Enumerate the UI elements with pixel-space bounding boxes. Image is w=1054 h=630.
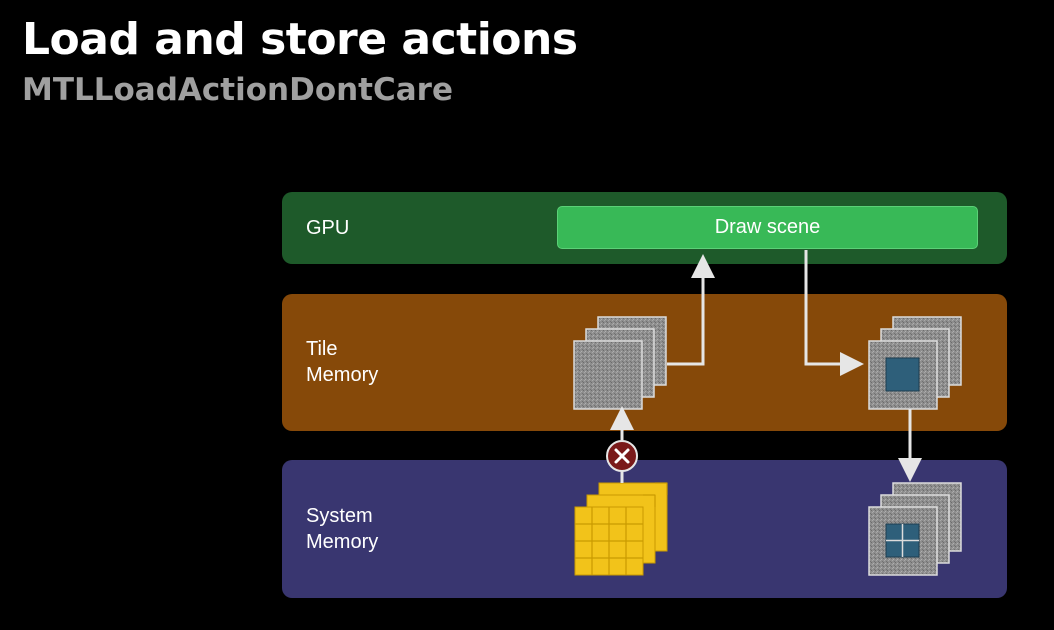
system-memory-label: System Memory [306, 505, 379, 553]
system-yellow-grid-stack [574, 482, 668, 576]
close-icon [606, 440, 638, 472]
tile-memory-label: Tile Memory [306, 338, 379, 386]
tile-texture-stack-right [868, 316, 962, 410]
system-texture-stack-right [868, 482, 962, 576]
page-subtitle: MTLLoadActionDontCare [22, 72, 453, 108]
page-title: Load and store actions [22, 14, 578, 65]
arrow-tile-to-gpu [667, 254, 715, 366]
arrow-gpu-to-tile [804, 250, 864, 376]
draw-scene-button[interactable]: Draw scene [557, 206, 978, 249]
tile-texture-stack-left [573, 316, 667, 410]
gpu-label: GPU [306, 217, 350, 239]
